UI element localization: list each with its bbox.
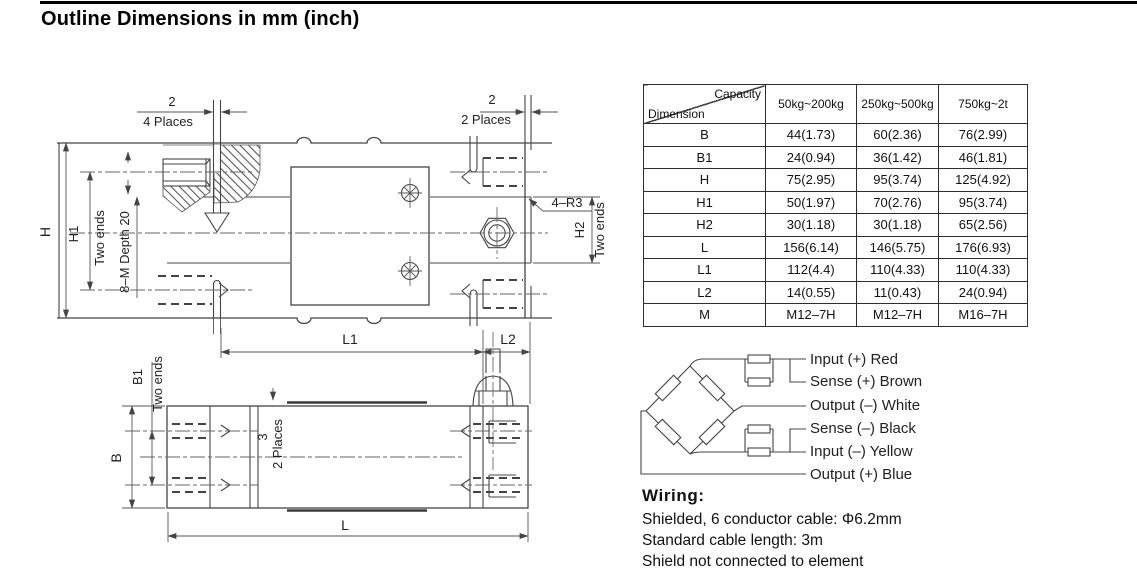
label-dim-b1: B1 bbox=[130, 369, 145, 385]
label-two-ends-right: Two ends bbox=[592, 202, 607, 258]
value-cell: 14(0.55) bbox=[765, 280, 857, 304]
wire-label-input-minus: Input (–) Yellow bbox=[810, 443, 913, 460]
value-cell: 30(1.18) bbox=[856, 213, 939, 237]
label-two-ends-left: Two ends bbox=[92, 210, 107, 266]
label-slot-width: 2 bbox=[168, 94, 175, 109]
value-cell: 44(1.73) bbox=[765, 123, 857, 147]
value-cell: 95(3.74) bbox=[856, 168, 939, 192]
wiring-note-line: Shield not connected to element bbox=[642, 553, 864, 570]
wire-label-sense-minus: Sense (–) Black bbox=[810, 420, 916, 437]
value-cell: 146(5.75) bbox=[856, 235, 939, 259]
page-title: Outline Dimensions in mm (inch) bbox=[41, 8, 360, 30]
value-cell: 70(2.76) bbox=[856, 190, 939, 214]
label-two-ends-plan: Two ends bbox=[150, 356, 165, 412]
value-cell: 95(3.74) bbox=[938, 190, 1028, 214]
dimension-cell: H bbox=[643, 168, 766, 192]
value-cell: 50(1.97) bbox=[765, 190, 857, 214]
label-plate-offset-places: 2 Places bbox=[270, 419, 285, 469]
value-cell: M12–7H bbox=[856, 303, 939, 327]
header-dimension-label: Dimension bbox=[648, 107, 705, 121]
label-dim-h1: H1 bbox=[66, 226, 81, 243]
bridge-circuit: Input (+) Red Sense (+) Brown Output (–)… bbox=[640, 351, 922, 483]
side-view-dimensions bbox=[62, 108, 600, 319]
value-cell: 60(2.36) bbox=[856, 123, 939, 147]
label-thread-spec: 8–M Depth 20 bbox=[117, 211, 132, 293]
label-dim-h2: H2 bbox=[572, 222, 587, 239]
value-cell: 30(1.18) bbox=[765, 213, 857, 237]
title-rule bbox=[40, 1, 1137, 4]
dimension-cell: B bbox=[643, 123, 766, 147]
dimension-cell: L2 bbox=[643, 280, 766, 304]
dimension-cell: L bbox=[643, 235, 766, 259]
value-cell: 75(2.95) bbox=[765, 168, 857, 192]
wire-label-output-plus: Output (+) Blue bbox=[810, 466, 912, 483]
plan-view-dimensions bbox=[122, 318, 531, 542]
dimension-table: Capacity Dimension 50kg~200kg 250kg~500k… bbox=[643, 84, 1028, 327]
value-cell: 46(1.81) bbox=[938, 145, 1028, 169]
wire-label-output-minus: Output (–) White bbox=[810, 397, 920, 414]
label-slot-width-right: 2 bbox=[488, 92, 495, 107]
dimension-cell: H1 bbox=[643, 190, 766, 214]
value-cell: 156(6.14) bbox=[765, 235, 857, 259]
table-header-corner: Capacity Dimension bbox=[643, 84, 766, 124]
plan-view: B B1 Two ends 3 2 Places L1 L2 L bbox=[108, 318, 532, 542]
value-cell: 11(0.43) bbox=[856, 280, 939, 304]
value-cell: 112(4.4) bbox=[765, 258, 857, 282]
dimension-cell: L1 bbox=[643, 258, 766, 282]
label-plate-offset: 3 bbox=[255, 433, 270, 440]
wiring-notes: Wiring: Shielded, 6 conductor cable: Φ6.… bbox=[642, 486, 902, 572]
label-dim-l1: L1 bbox=[342, 331, 358, 347]
wiring-heading: Wiring: bbox=[642, 486, 705, 505]
value-cell: 125(4.92) bbox=[938, 168, 1028, 192]
label-dim-l2: L2 bbox=[500, 331, 516, 347]
label-dim-l: L bbox=[341, 517, 349, 533]
dimension-cell: H2 bbox=[643, 213, 766, 237]
table-header-capacity-1: 50kg~200kg bbox=[765, 84, 857, 124]
wiring-note-line: Standard cable length: 3m bbox=[642, 532, 823, 549]
label-slot-places-right: 2 Places bbox=[461, 112, 511, 127]
value-cell: 65(2.56) bbox=[938, 213, 1028, 237]
wire-label-sense-plus: Sense (+) Brown bbox=[810, 373, 922, 390]
value-cell: 24(0.94) bbox=[938, 280, 1028, 304]
label-slot-places: 4 Places bbox=[143, 114, 193, 129]
dimension-cell: M bbox=[643, 303, 766, 327]
label-dim-h: H bbox=[37, 227, 53, 237]
side-view: H H1 Two ends 8–M Depth 20 2 4 Places 2 … bbox=[37, 92, 607, 326]
value-cell: 110(4.33) bbox=[938, 258, 1028, 282]
value-cell: 24(0.94) bbox=[765, 145, 857, 169]
value-cell: M12–7H bbox=[765, 303, 857, 327]
value-cell: 176(6.93) bbox=[938, 235, 1028, 259]
value-cell: M16–7H bbox=[938, 303, 1028, 327]
table-header-capacity-2: 250kg~500kg bbox=[856, 84, 939, 124]
wire-label-input-plus: Input (+) Red bbox=[810, 351, 898, 368]
table-header-row: Capacity Dimension 50kg~200kg 250kg~500k… bbox=[643, 84, 1028, 124]
table-header-capacity-3: 750kg~2t bbox=[938, 84, 1028, 124]
label-corner-radius: 4–R3 bbox=[551, 195, 582, 210]
label-dim-b: B bbox=[108, 453, 124, 462]
value-cell: 36(1.42) bbox=[856, 145, 939, 169]
value-cell: 76(2.99) bbox=[938, 123, 1028, 147]
wiring-note-line: Shielded, 6 conductor cable: Φ6.2mm bbox=[642, 511, 902, 528]
value-cell: 110(4.33) bbox=[856, 258, 939, 282]
header-capacity-label: Capacity bbox=[714, 87, 761, 101]
dimension-cell: B1 bbox=[643, 145, 766, 169]
